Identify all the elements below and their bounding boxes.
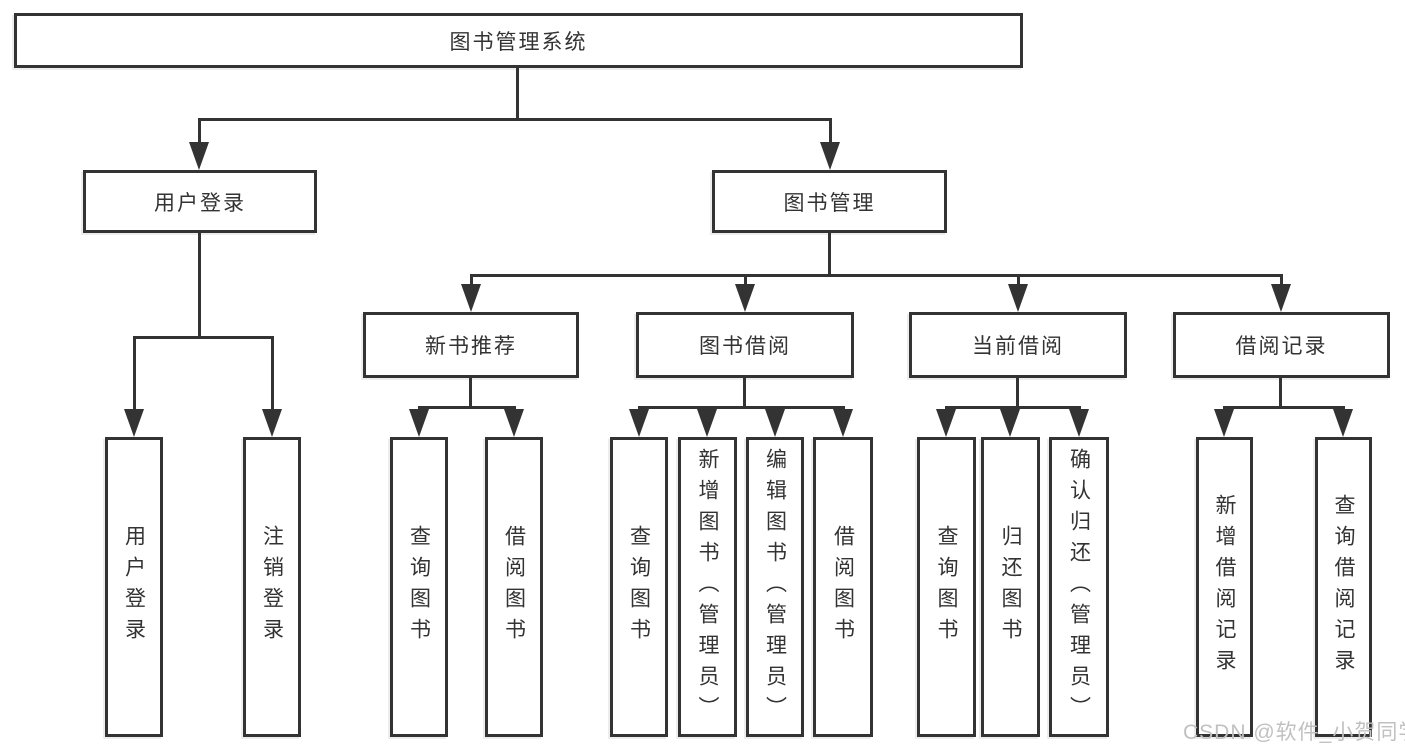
- arrow-down-icon: [697, 406, 717, 437]
- connector-line: [198, 233, 201, 339]
- arrow-down-icon: [765, 406, 785, 437]
- node-user-login: 用户登录: [83, 170, 317, 233]
- connector-line: [638, 406, 844, 409]
- leaf-borrow-books-recommend-label: 借阅图书: [502, 525, 526, 649]
- arrow-down-icon: [1214, 406, 1234, 437]
- leaf-query-borrow-record-label: 查询借阅记录: [1332, 494, 1355, 680]
- leaf-query-books-current-label: 查询图书: [935, 525, 958, 649]
- node-current-borrow-label: 当前借阅: [972, 335, 1064, 358]
- connector-line: [1224, 406, 1344, 409]
- node-user-login-label: 用户登录: [154, 191, 246, 215]
- arrow-down-icon: [189, 118, 209, 170]
- arrow-down-icon: [629, 406, 649, 437]
- leaf-query-books-borrow-label: 查询图书: [627, 525, 651, 649]
- arrow-down-icon: [1008, 274, 1028, 312]
- leaf-query-books-recommend-label: 查询图书: [407, 525, 431, 649]
- arrow-down-icon: [461, 274, 481, 312]
- arrow-down-icon: [936, 406, 956, 437]
- leaf-return-books-label: 归还图书: [999, 525, 1022, 649]
- node-book-borrow-label: 图书借阅: [699, 335, 791, 358]
- leaf-query-books-current: 查询图书: [917, 437, 976, 737]
- arrow-down-icon: [1333, 406, 1353, 437]
- connector-line: [470, 274, 1282, 277]
- watermark: CSDN @软件_小贺同学: [1183, 721, 1405, 744]
- leaf-query-borrow-record: 查询借阅记录: [1315, 437, 1372, 737]
- leaf-edit-books-admin-label: 编辑图书（管理员）: [763, 447, 787, 727]
- connector-line: [945, 406, 1080, 409]
- connector-line: [828, 233, 831, 277]
- leaf-user-login: 用户登录: [105, 437, 163, 737]
- connector-line: [198, 118, 832, 121]
- arrow-down-icon: [1271, 274, 1291, 312]
- arrow-down-icon: [1000, 406, 1020, 437]
- arrow-down-icon: [124, 336, 144, 437]
- connector-line: [743, 378, 746, 409]
- arrow-down-icon: [833, 406, 853, 437]
- leaf-query-books-recommend: 查询图书: [390, 437, 448, 737]
- leaf-return-books: 归还图书: [981, 437, 1040, 737]
- arrow-down-icon: [735, 274, 755, 312]
- node-book-management: 图书管理: [712, 170, 947, 233]
- connector-line: [418, 406, 515, 409]
- node-borrow-records-label: 借阅记录: [1235, 335, 1328, 358]
- connector-line: [469, 378, 472, 409]
- leaf-add-books-admin-label: 新增图书（管理员）: [696, 447, 719, 727]
- node-borrow-records: 借阅记录: [1173, 312, 1390, 378]
- connector-line: [1279, 378, 1282, 409]
- leaf-confirm-return-admin-label: 确认归还（管理员）: [1067, 447, 1091, 727]
- arrow-down-icon: [262, 336, 282, 437]
- arrow-down-icon: [820, 118, 840, 170]
- leaf-query-books-borrow: 查询图书: [610, 437, 668, 737]
- arrow-down-icon: [409, 406, 429, 437]
- arrow-down-icon: [504, 406, 524, 437]
- arrow-down-icon: [1069, 406, 1089, 437]
- leaf-borrow-books: 借阅图书: [813, 437, 873, 737]
- node-new-book-recommend: 新书推荐: [363, 312, 579, 378]
- leaf-logout-login-label: 注销登录: [260, 525, 284, 649]
- node-root: 图书管理系统: [14, 13, 1023, 68]
- leaf-borrow-books-label: 借阅图书: [831, 525, 855, 649]
- node-new-book-recommend-label: 新书推荐: [425, 335, 517, 358]
- connector-line: [133, 336, 273, 339]
- connector-line: [516, 68, 519, 121]
- leaf-user-login-label: 用户登录: [122, 525, 146, 649]
- node-current-borrow: 当前借阅: [909, 312, 1127, 378]
- leaf-add-borrow-record: 新增借阅记录: [1196, 437, 1253, 737]
- node-book-management-label: 图书管理: [783, 191, 876, 215]
- leaf-confirm-return-admin: 确认归还（管理员）: [1049, 437, 1109, 737]
- leaf-logout-login: 注销登录: [243, 437, 301, 737]
- node-book-borrow: 图书借阅: [636, 312, 854, 378]
- connector-line: [1016, 378, 1019, 409]
- node-root-label: 图书管理系统: [449, 30, 588, 54]
- leaf-borrow-books-recommend: 借阅图书: [485, 437, 543, 737]
- leaf-edit-books-admin: 编辑图书（管理员）: [746, 437, 804, 737]
- leaf-add-borrow-record-label: 新增借阅记录: [1213, 494, 1236, 680]
- leaf-add-books-admin: 新增图书（管理员）: [678, 437, 737, 737]
